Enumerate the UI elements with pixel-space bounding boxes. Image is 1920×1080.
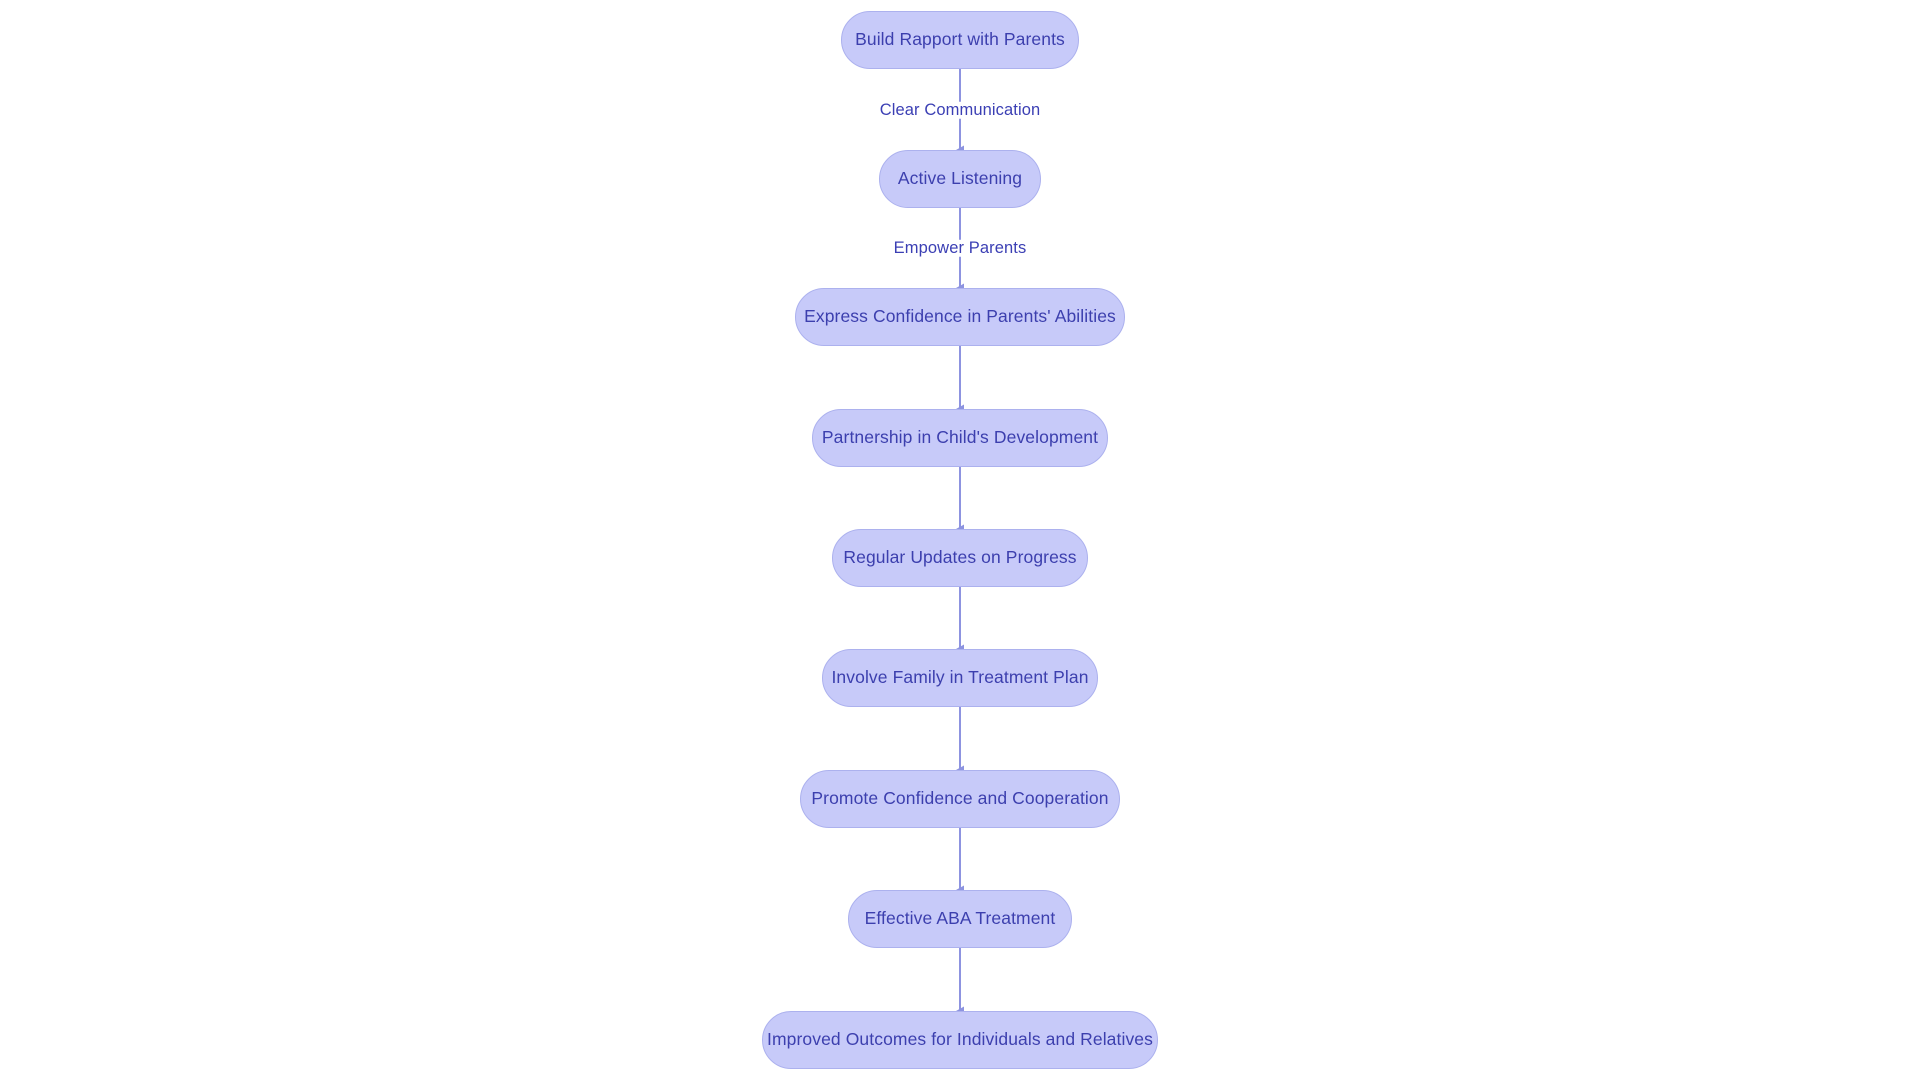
flow-node-active-listening[interactable]: Active Listening xyxy=(879,150,1041,208)
flow-node-label: Partnership in Child's Development xyxy=(821,427,1099,448)
flow-node-label: Improved Outcomes for Individuals and Re… xyxy=(767,1029,1153,1050)
flow-node-promote-confidence-and-cooperation[interactable]: Promote Confidence and Cooperation xyxy=(800,770,1120,828)
flow-node-improved-outcomes-for-individuals-and-relatives[interactable]: Improved Outcomes for Individuals and Re… xyxy=(762,1011,1158,1069)
flow-node-express-confidence-in-parents-abilities[interactable]: Express Confidence in Parents' Abilities xyxy=(795,288,1125,346)
flow-node-label: Effective ABA Treatment xyxy=(864,908,1056,929)
flow-node-build-rapport-with-parents[interactable]: Build Rapport with Parents xyxy=(841,11,1079,69)
flow-node-label: Express Confidence in Parents' Abilities xyxy=(804,306,1116,327)
flow-edge-label-edge-active-listening-to-express-confidence: Empower Parents xyxy=(887,240,1033,257)
flow-node-effective-aba-treatment[interactable]: Effective ABA Treatment xyxy=(848,890,1072,948)
flow-node-label: Involve Family in Treatment Plan xyxy=(831,667,1089,688)
flow-node-label: Build Rapport with Parents xyxy=(855,29,1065,50)
flow-node-label: Regular Updates on Progress xyxy=(843,547,1077,568)
flow-node-label: Promote Confidence and Cooperation xyxy=(811,788,1109,809)
flow-node-partnership-in-childs-development[interactable]: Partnership in Child's Development xyxy=(812,409,1108,467)
flow-node-label: Active Listening xyxy=(897,168,1023,189)
flow-node-involve-family-in-treatment-plan[interactable]: Involve Family in Treatment Plan xyxy=(822,649,1098,707)
flow-edge-label-edge-build-rapport-to-active-listening: Clear Communication xyxy=(873,102,1047,119)
flow-node-regular-updates-on-progress[interactable]: Regular Updates on Progress xyxy=(832,529,1088,587)
